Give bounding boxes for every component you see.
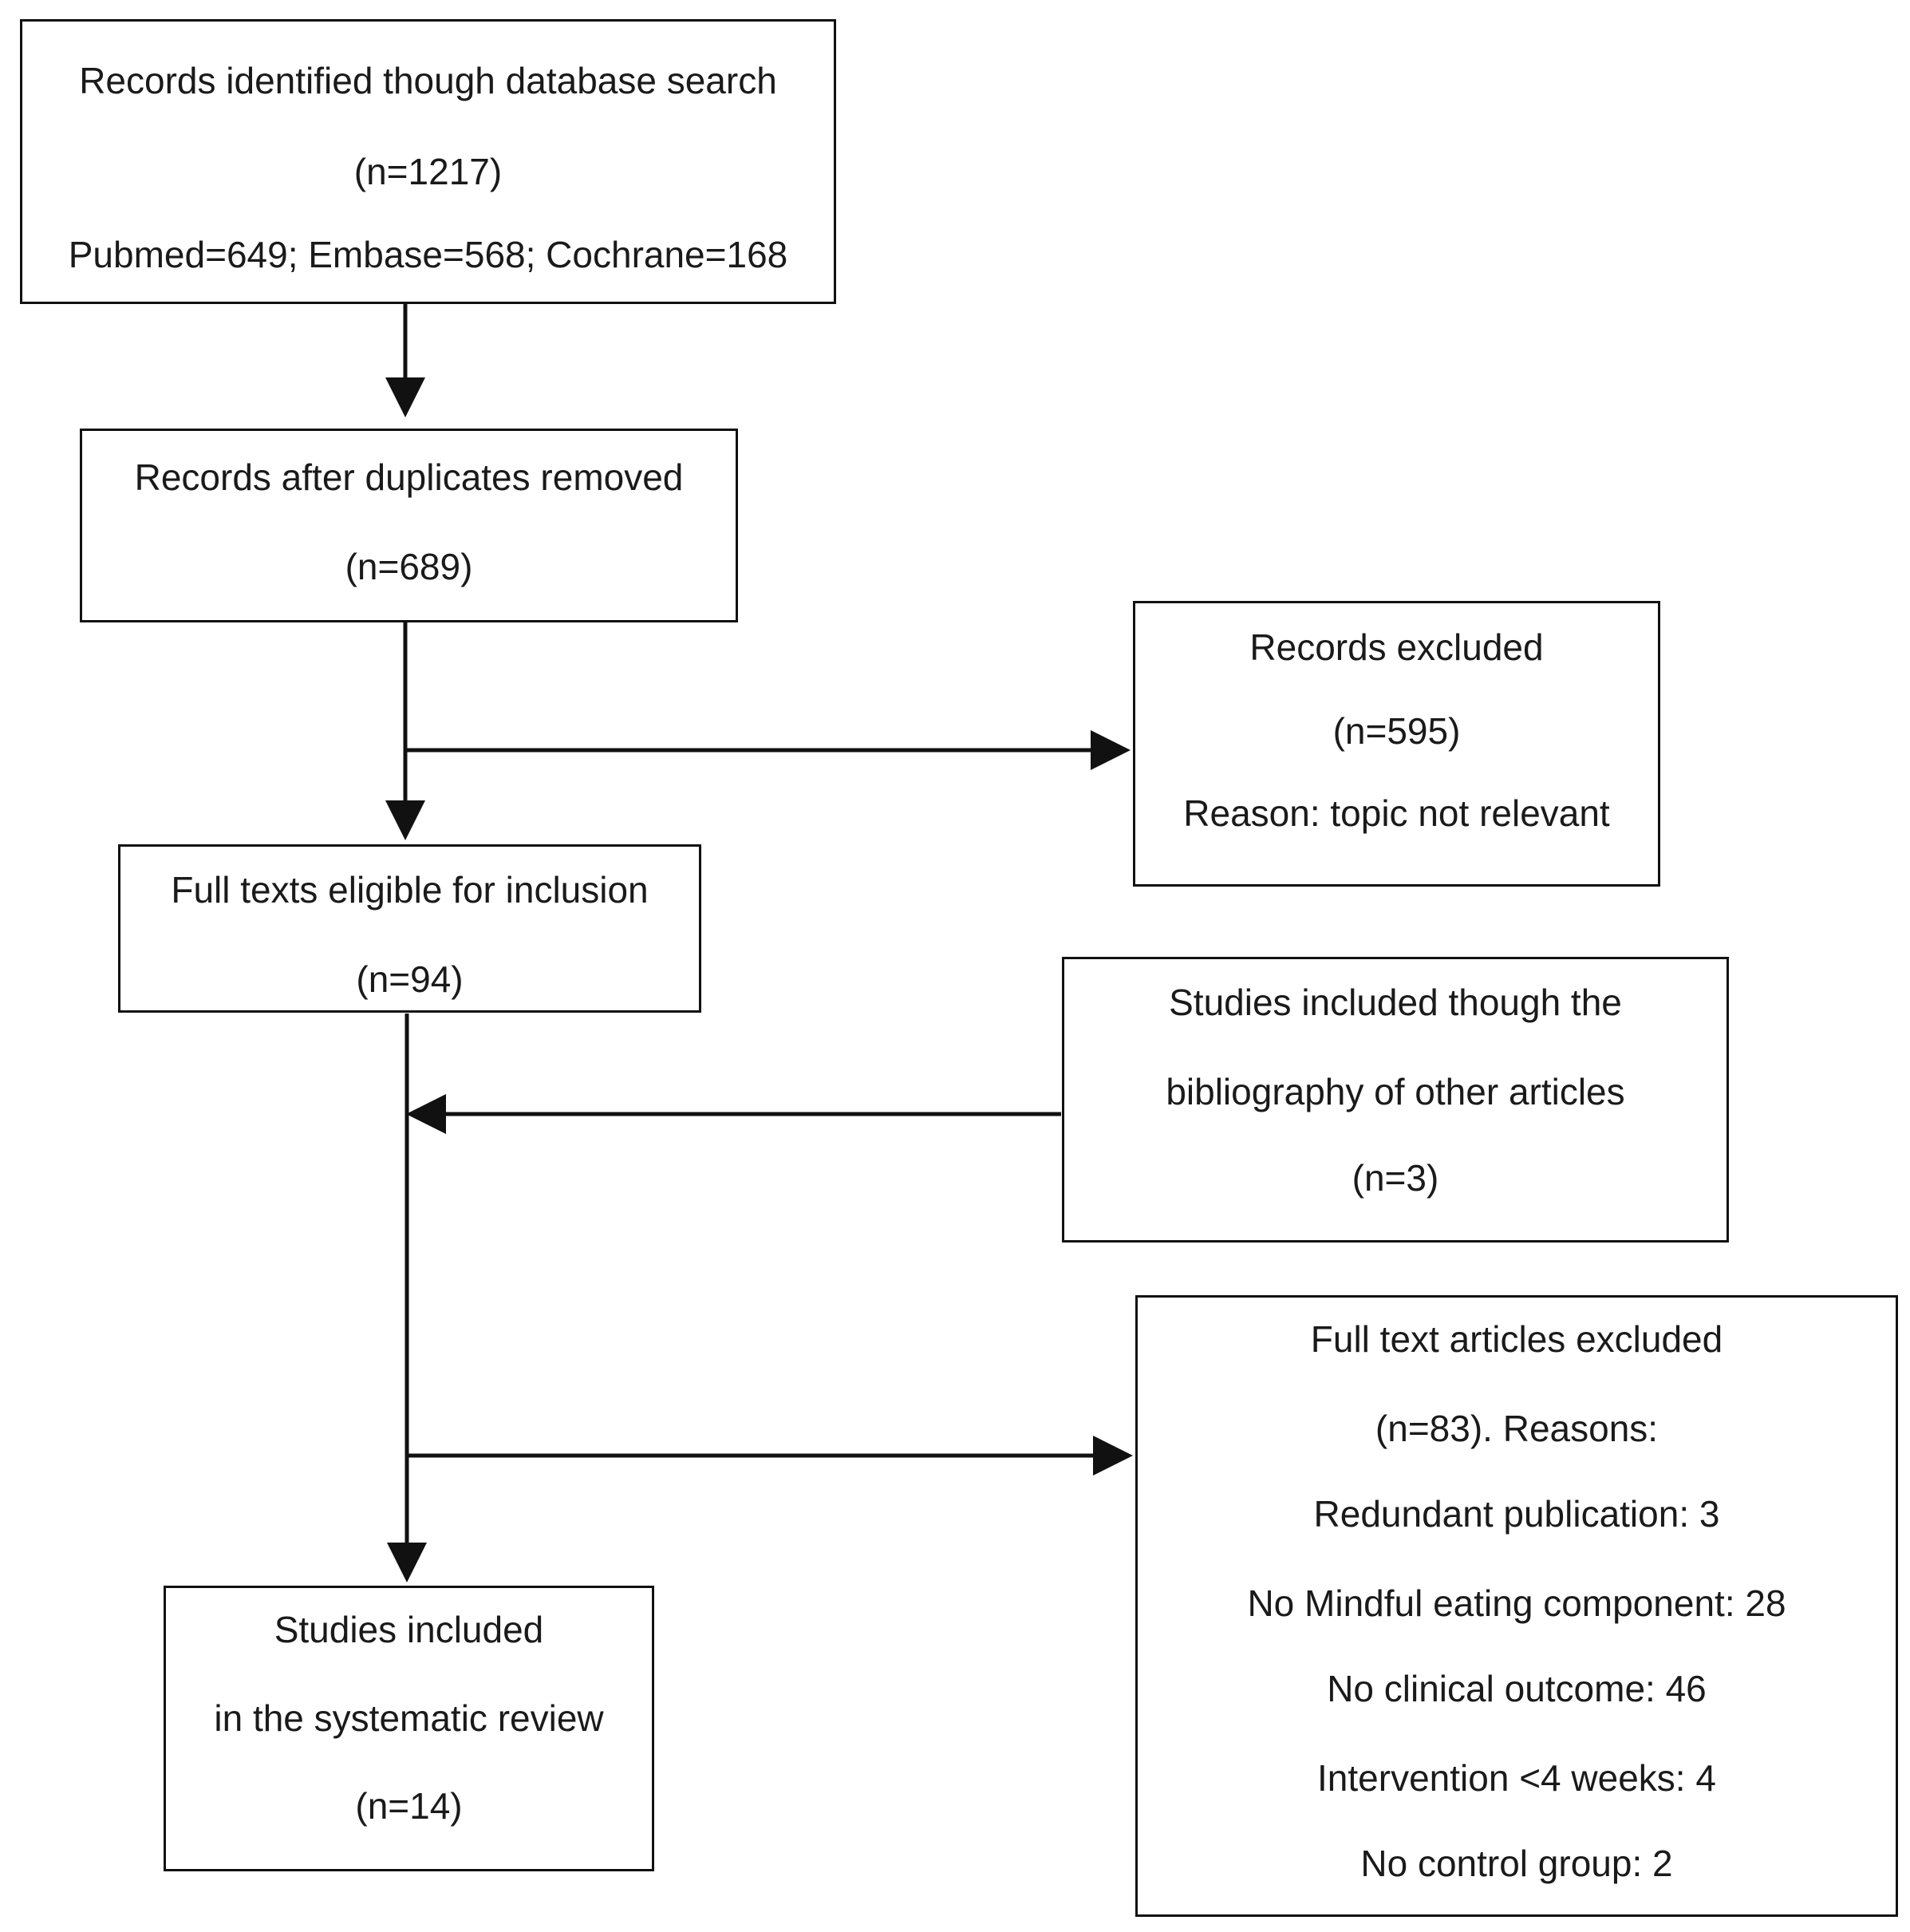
bibliography-line2: bibliography of other articles bbox=[1166, 1071, 1625, 1112]
exclusion-reason: No control group: 2 bbox=[1360, 1843, 1673, 1884]
exclusion-reason: No Mindful eating component: 28 bbox=[1247, 1582, 1786, 1624]
exclusion-reason: Redundant publication: 3 bbox=[1313, 1493, 1720, 1535]
identification-sources: Pubmed=649; Embase=568; Cochrane=168 bbox=[68, 234, 788, 275]
fulltext-excluded-count: (n=83). Reasons: bbox=[1375, 1408, 1659, 1449]
identification-count: (n=1217) bbox=[353, 151, 503, 192]
records-excluded-count: (n=595) bbox=[1332, 710, 1461, 752]
bibliography-count: (n=3) bbox=[1352, 1157, 1439, 1199]
exclusion-reason: Intervention <4 weeks: 4 bbox=[1317, 1757, 1716, 1799]
included-line2: in the systematic review bbox=[214, 1697, 604, 1739]
eligible-count: (n=94) bbox=[356, 958, 464, 1000]
identification-title: Records identified though database searc… bbox=[79, 60, 777, 101]
exclusion-reason: No clinical outcome: 46 bbox=[1327, 1668, 1707, 1709]
fulltext-excluded-box: Full text articles excluded (n=83). Reas… bbox=[1135, 1295, 1898, 1917]
identification-box: Records identified though database searc… bbox=[20, 19, 836, 304]
included-count: (n=14) bbox=[355, 1785, 463, 1827]
bibliography-line1: Studies included though the bbox=[1169, 982, 1622, 1023]
deduplicated-box: Records after duplicates removed (n=689) bbox=[80, 429, 738, 622]
records-excluded-title: Records excluded bbox=[1249, 626, 1544, 668]
included-line1: Studies included bbox=[274, 1609, 544, 1650]
bibliography-box: Studies included though the bibliography… bbox=[1062, 957, 1729, 1243]
records-excluded-reason: Reason: topic not relevant bbox=[1183, 792, 1610, 834]
eligible-box: Full texts eligible for inclusion (n=94) bbox=[118, 844, 701, 1013]
records-excluded-box: Records excluded (n=595) Reason: topic n… bbox=[1133, 601, 1660, 887]
deduplicated-count: (n=689) bbox=[345, 546, 473, 587]
included-box: Studies included in the systematic revie… bbox=[164, 1586, 654, 1871]
fulltext-excluded-title: Full text articles excluded bbox=[1310, 1318, 1723, 1360]
deduplicated-title: Records after duplicates removed bbox=[134, 456, 684, 498]
eligible-title: Full texts eligible for inclusion bbox=[171, 869, 649, 911]
